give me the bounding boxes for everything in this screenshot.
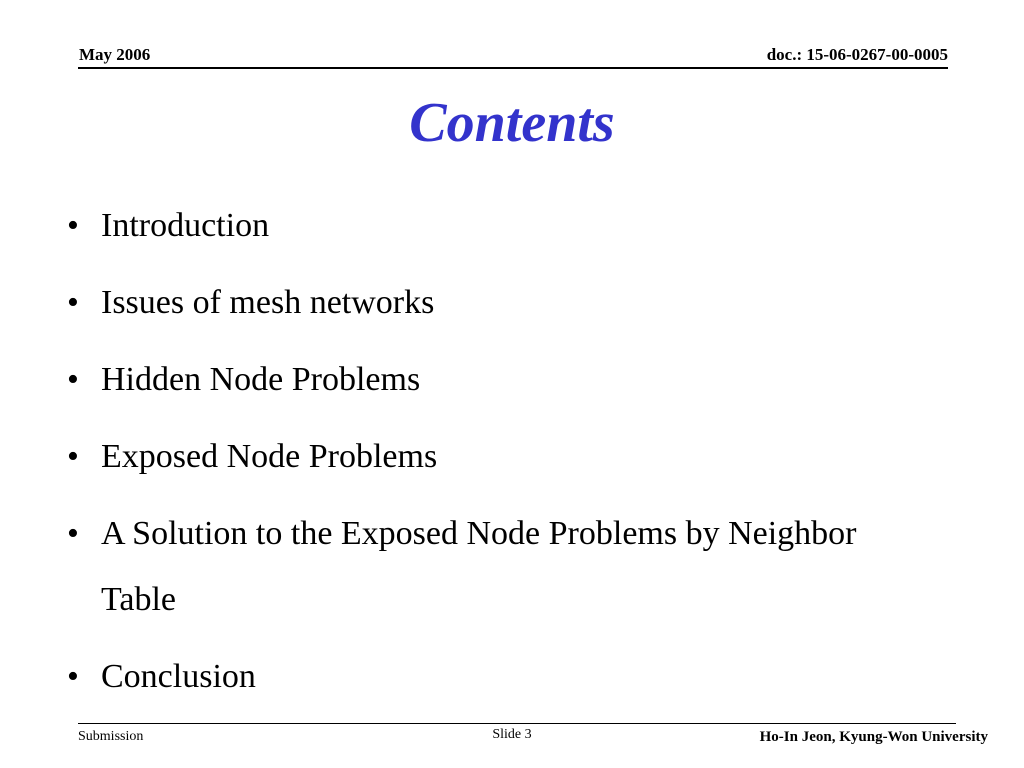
bullet-text: Exposed Node Problems	[101, 438, 438, 475]
bullet-dot-icon: •	[67, 658, 79, 695]
bullet-text: Hidden Node Problems	[101, 361, 421, 398]
bullet-text: A Solution to the Exposed Node Problems …	[101, 515, 857, 618]
bullet-dot-icon: •	[67, 515, 79, 552]
bullet-item: • Conclusion	[58, 644, 938, 710]
bullet-dot-icon: •	[67, 438, 79, 475]
footer-slide-number: Slide 3	[492, 727, 532, 742]
bullet-dot-icon: •	[67, 361, 79, 398]
slide-title: Contents	[409, 92, 615, 154]
header-date: May 2006	[79, 45, 151, 64]
bullet-text: Issues of mesh networks	[101, 284, 435, 321]
footer-submission: Submission	[78, 729, 144, 744]
bullet-text: Conclusion	[101, 658, 256, 695]
bullet-dot-icon: •	[67, 284, 79, 321]
bullet-item: • A Solution to the Exposed Node Problem…	[58, 501, 938, 633]
bullet-item: • Exposed Node Problems	[58, 424, 938, 490]
header-divider	[78, 67, 948, 69]
bullet-item: • Issues of mesh networks	[58, 270, 938, 336]
bullet-list: • Introduction • Issues of mesh networks…	[58, 193, 938, 721]
bullet-item: • Hidden Node Problems	[58, 347, 938, 413]
header-doc-id: doc.: 15-06-0267-00-0005	[766, 45, 948, 64]
bullet-item: • Introduction	[58, 193, 938, 259]
footer-divider	[78, 723, 956, 724]
bullet-dot-icon: •	[67, 207, 79, 244]
bullet-text: Introduction	[101, 207, 270, 244]
footer-author: Ho-In Jeon, Kyung-Won University	[759, 729, 988, 745]
